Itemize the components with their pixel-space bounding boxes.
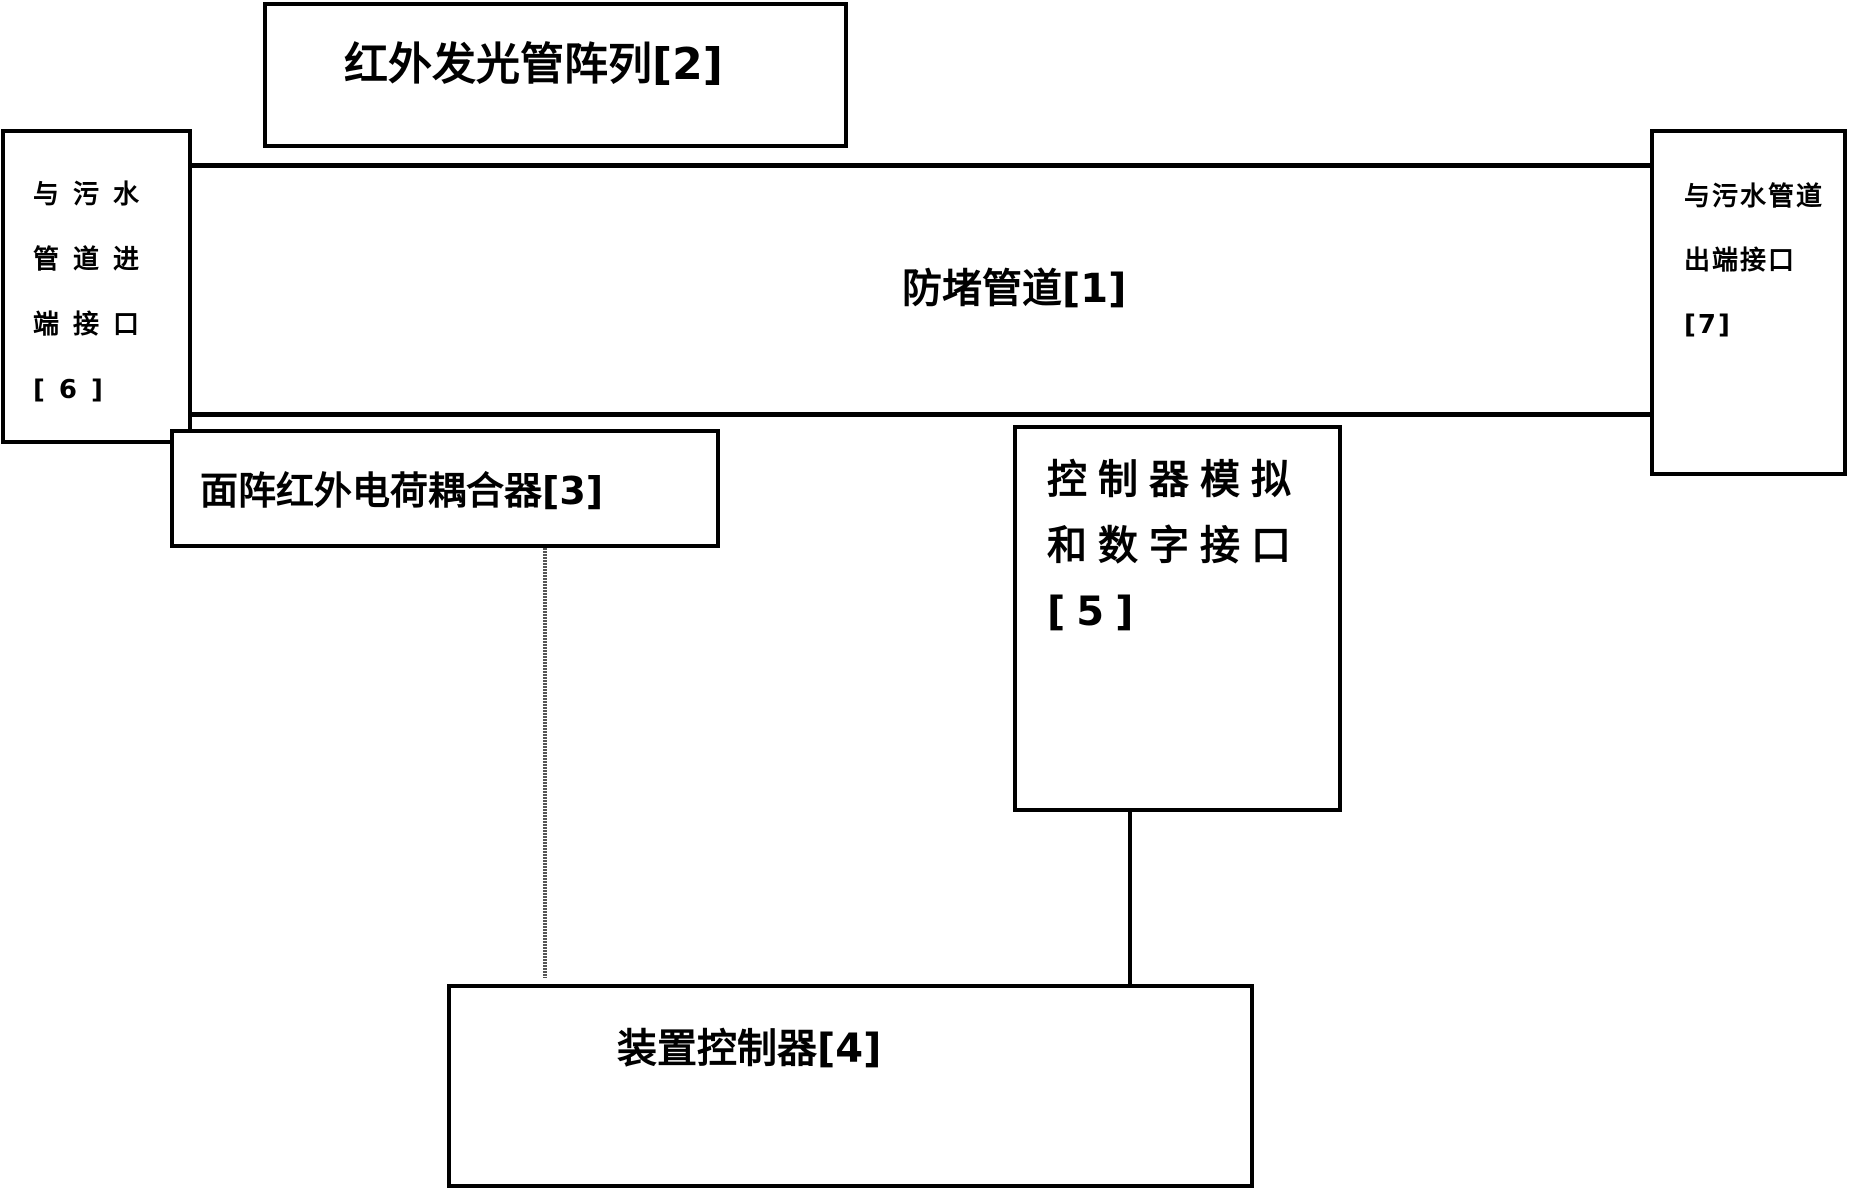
- ir-led-array: 红外发光管阵列[2]: [263, 2, 848, 148]
- device-controller-label: 装置控制器[4]: [617, 1026, 882, 1072]
- ir-ccd-label: 面阵红外电荷耦合器[3]: [200, 469, 604, 513]
- outlet-interface: 与污水管道出端接口[7]: [1650, 129, 1847, 476]
- ir-led-array-label: 红外发光管阵列[2]: [344, 39, 723, 90]
- outlet-interface-label: 与污水管道出端接口[7]: [1684, 182, 1825, 340]
- device-controller: 装置控制器[4]: [447, 984, 1254, 1188]
- controller-interface-label: 控制器模拟和数字接口[5]: [1047, 457, 1302, 635]
- inlet-interface-label: 与污水管道进端接口[6]: [33, 180, 154, 405]
- anti-clog-pipe: 防堵管道[1]: [185, 163, 1655, 417]
- ir-ccd: 面阵红外电荷耦合器[3]: [170, 429, 720, 548]
- anti-clog-pipe-label: 防堵管道[1]: [902, 266, 1127, 312]
- inlet-interface: 与污水管道进端接口[6]: [1, 129, 192, 444]
- controller-interface: 控制器模拟和数字接口[5]: [1013, 425, 1342, 812]
